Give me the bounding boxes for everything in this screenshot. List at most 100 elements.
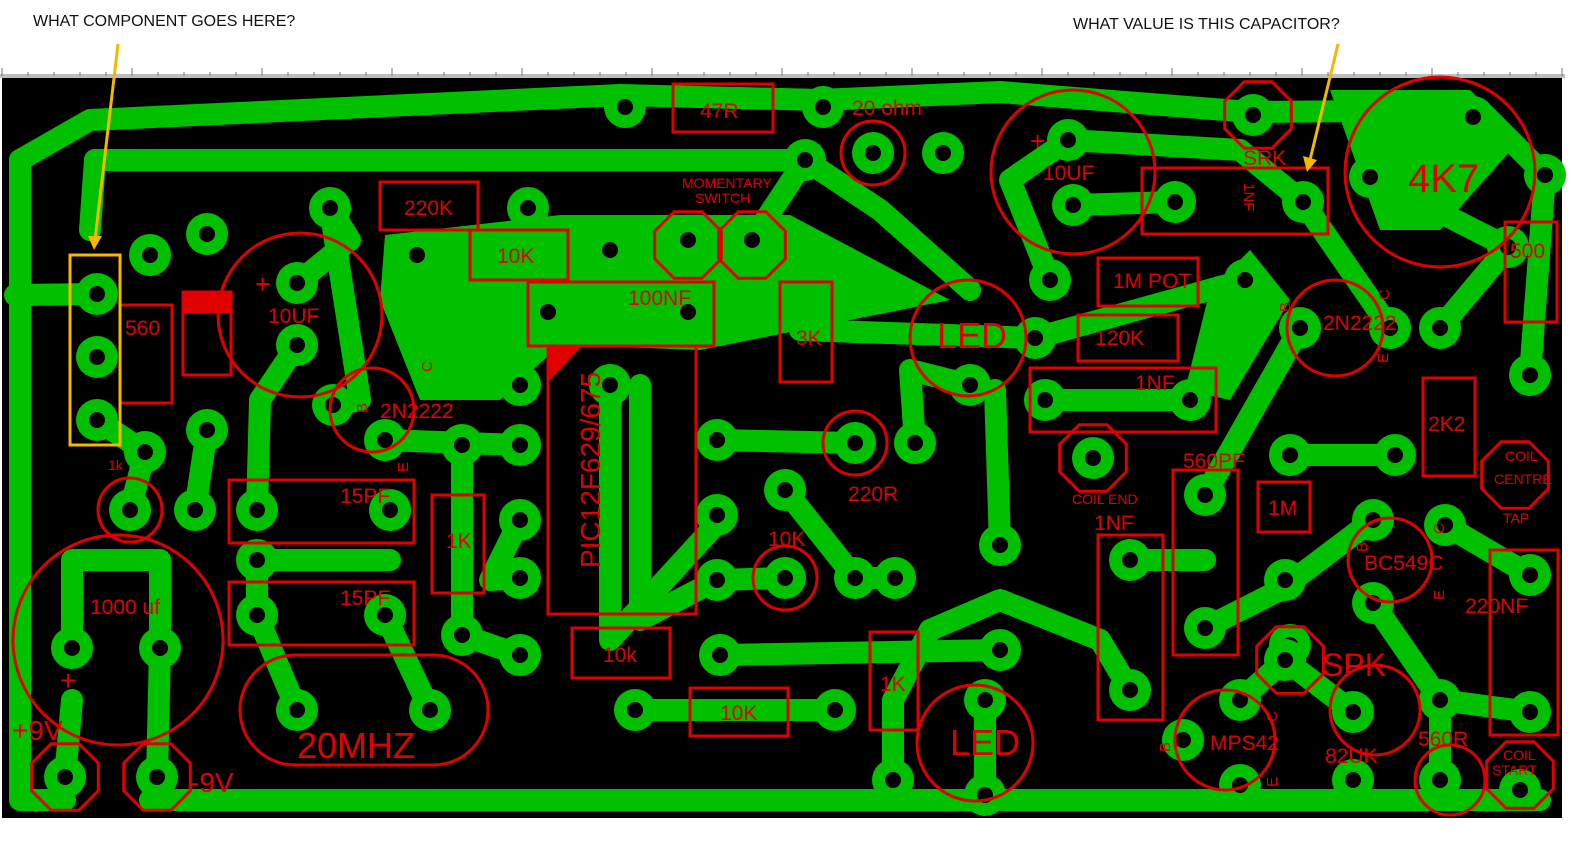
drill-hole — [1167, 194, 1183, 210]
label-500: 500 — [1510, 240, 1545, 263]
pin-e: E — [395, 462, 412, 472]
label-20mhz: 20MHZ — [297, 725, 415, 766]
drill-hole — [887, 570, 903, 586]
drill-hole — [520, 200, 536, 216]
drill-hole — [1277, 572, 1293, 588]
annotation-arrowhead-1 — [88, 236, 102, 250]
drill-hole — [827, 702, 843, 718]
silkscreen-labels: 47R 20 ohm 220K 10K MOMENTARY SWITCH 100… — [12, 97, 1552, 798]
label-1nf: 1NF — [1135, 372, 1175, 395]
drill-hole — [777, 570, 793, 586]
component-outline — [1096, 533, 1165, 722]
pin-e-4: E — [1264, 777, 1281, 787]
label-switch: SWITCH — [695, 190, 750, 206]
drill-hole — [1387, 447, 1403, 463]
drill-hole — [1512, 782, 1528, 798]
drill-hole — [89, 412, 105, 428]
drill-hole — [1537, 167, 1553, 183]
label-1k-small: 1k — [108, 457, 124, 473]
component-outline — [778, 280, 834, 384]
label-led: LED — [937, 315, 1007, 356]
component-outline-circle — [1413, 743, 1487, 817]
drill-hole — [289, 702, 305, 718]
copper-trace — [9, 149, 76, 811]
pin-c-3: C — [1431, 523, 1448, 534]
drill-hole — [122, 502, 138, 518]
label-10k: 10K — [497, 245, 534, 268]
label-1nf-capacitor: 1NF — [1240, 183, 1257, 211]
drill-hole — [865, 145, 881, 161]
connector-outline — [1255, 625, 1325, 695]
drill-hole — [1085, 450, 1101, 466]
connector-outline — [1058, 423, 1128, 493]
label-1nf-2: 1NF — [1094, 512, 1134, 535]
drill-hole — [1437, 517, 1453, 533]
label-10uf-2: 10UF — [1043, 162, 1094, 185]
label-2k2: 2K2 — [1428, 413, 1465, 436]
component-outline — [671, 82, 775, 134]
component-outline — [378, 180, 480, 232]
copper-trace — [1057, 129, 1401, 339]
component-outline — [1171, 468, 1240, 657]
copper-trace — [629, 374, 728, 631]
drill-hole — [377, 607, 393, 623]
drill-hole — [847, 435, 863, 451]
drill-hole — [289, 337, 305, 353]
drill-hole — [454, 627, 470, 643]
drill-hole — [627, 702, 643, 718]
drill-hole — [1362, 169, 1378, 185]
crystal-outline — [238, 653, 490, 767]
drill-hole — [409, 247, 425, 263]
component-outline-circle — [1346, 516, 1434, 604]
label-mps42: MPS42 — [1210, 732, 1279, 755]
component-outline — [570, 626, 672, 680]
component-outline-circle — [1285, 278, 1385, 378]
drill-hole — [1382, 320, 1398, 336]
pin-e-2: E — [1375, 353, 1392, 363]
copper-trace — [984, 379, 1011, 556]
drill-hole — [1295, 194, 1311, 210]
drill-hole — [1345, 772, 1361, 788]
label-1m-pot: 1M POT — [1113, 270, 1191, 293]
drill-hole — [1065, 197, 1081, 213]
drill-hole — [1432, 772, 1448, 788]
ic-pin1-marker — [546, 344, 584, 384]
connector-outline — [1485, 740, 1555, 810]
drill-hole — [1282, 447, 1298, 463]
component-outline-circle — [751, 544, 819, 612]
copper-pour — [380, 215, 950, 400]
drill-hole — [1232, 692, 1248, 708]
component-outline — [688, 686, 790, 738]
drill-hole — [777, 482, 793, 498]
drill-hole — [797, 152, 813, 168]
drill-hole — [1522, 367, 1538, 383]
component-outline-circle — [1343, 75, 1537, 269]
label-220k: 220K — [404, 197, 453, 220]
drill-hole — [540, 304, 556, 320]
connector-outline — [122, 742, 192, 812]
annotation-arrow-2 — [1308, 43, 1340, 161]
polarity-plus-1: + — [255, 269, 270, 299]
component-outline-circle — [216, 231, 384, 399]
drill-hole — [1197, 487, 1213, 503]
copper-trace — [246, 334, 308, 521]
diode-band — [181, 290, 233, 314]
drill-hole — [199, 226, 215, 242]
connector-outline — [1480, 440, 1550, 510]
component-outline — [468, 228, 570, 282]
label-10uf: 10UF — [268, 305, 319, 328]
label-10k-3: 10k — [603, 644, 637, 667]
label-2n2222: 2N2222 — [380, 400, 454, 423]
component-outline-circle — [839, 119, 907, 187]
drill-hole — [249, 607, 265, 623]
label-minus-9v: -9V — [190, 767, 234, 798]
component-outline — [1028, 366, 1218, 434]
connector-outline — [1223, 80, 1293, 150]
component-outline — [546, 344, 698, 616]
annotation-arrow-1 — [93, 43, 120, 241]
polarity-plus-2: + — [1030, 126, 1045, 156]
label-tap: TAP — [1503, 510, 1529, 526]
drill-hole — [962, 377, 978, 393]
drill-hole — [1042, 272, 1058, 288]
component-outline-circle — [915, 683, 1035, 803]
